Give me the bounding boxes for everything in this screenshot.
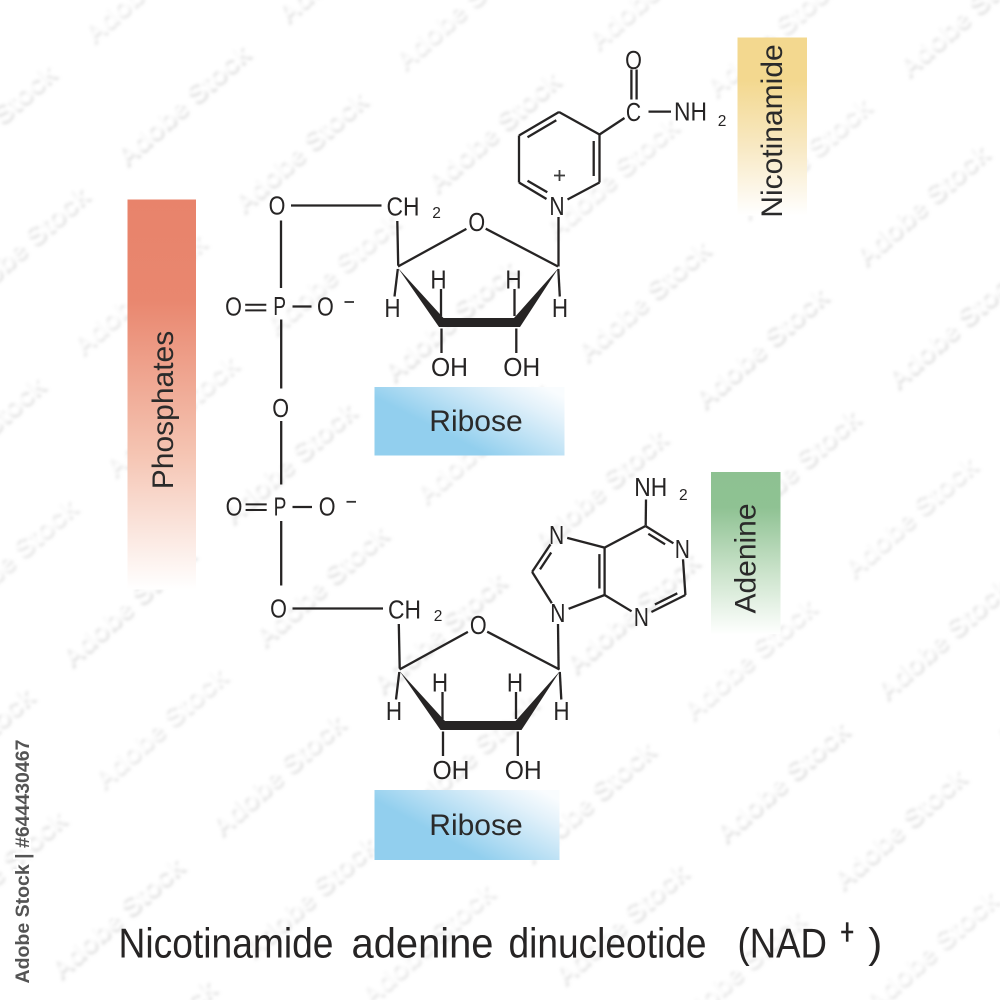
svg-text:H: H [505,265,521,295]
svg-text:H: H [507,668,523,698]
svg-text:Adobe Stock: Adobe Stock [86,659,233,794]
svg-text:N: N [549,191,564,221]
svg-text:C: C [626,97,641,127]
svg-text:Adobe Stock: Adobe Stock [74,971,221,1000]
svg-text:Adobe Stock: Adobe Stock [387,0,534,75]
svg-text:Adobe Stock: Adobe Stock [686,278,833,413]
svg-text:Ribose: Ribose [429,809,522,842]
svg-text:Adobe Stock: Adobe Stock [226,82,373,217]
svg-text:Adobe Stock: Adobe Stock [108,35,255,170]
svg-text:H: H [386,696,402,726]
svg-text:Adobe Stock: Adobe Stock [569,231,716,366]
svg-text:Adobe Stock: Adobe Stock [825,759,972,894]
svg-text:Adobe Stock | #644430467: Adobe Stock | #644430467 [12,740,34,984]
svg-text:Adobe Stock: Adobe Stock [580,0,727,55]
svg-text:O: O [269,191,286,221]
svg-text:Adobe Stock: Adobe Stock [247,516,394,651]
svg-text:OH: OH [431,352,468,382]
svg-text:O: O [470,610,487,640]
svg-text:2: 2 [434,608,443,625]
svg-text:O: O [468,207,485,237]
svg-text:O: O [317,291,334,321]
svg-text:Adobe Stock: Adobe Stock [707,712,854,847]
svg-text:Ribose: Ribose [429,405,522,438]
svg-text:OH: OH [505,755,542,785]
svg-text:O: O [625,45,642,75]
svg-text:Phosphates: Phosphates [147,331,180,489]
svg-text:2: 2 [679,487,688,504]
svg-text:H: H [432,668,448,698]
svg-text:Adenine: Adenine [730,503,763,613]
svg-text:O: O [319,491,336,521]
svg-text:N: N [550,598,565,628]
svg-text:H: H [553,696,569,726]
svg-text:OH: OH [503,352,540,382]
svg-text:Adobe Stock: Adobe Stock [891,0,1000,81]
svg-text:Adobe Stock: Adobe Stock [203,706,350,841]
svg-text:Adobe Stock: Adobe Stock [836,448,983,583]
svg-text:N: N [549,520,564,550]
svg-text:CH: CH [387,192,420,222]
svg-text:O: O [270,594,287,624]
svg-text:Nicotinamide: Nicotinamide [756,44,789,217]
svg-text:NH: NH [634,472,667,502]
svg-text:Adobe Stock: Adobe Stock [419,62,566,197]
svg-text:O: O [272,393,289,423]
svg-text:Adobe Stock: Adobe Stock [0,55,62,190]
svg-text:O: O [226,492,243,522]
svg-text:adenine: adenine [352,920,494,967]
svg-text:Adobe Stock: Adobe Stock [0,490,83,625]
svg-text:Nicotinamide: Nicotinamide [119,920,334,967]
svg-text:2: 2 [432,205,441,222]
svg-text:P: P [273,291,286,321]
svg-text:Adobe Stock: Adobe Stock [868,570,1000,705]
svg-text:Adobe Stock: Adobe Stock [847,136,994,271]
svg-text:H: H [552,293,568,323]
svg-text:OH: OH [433,755,470,785]
svg-text:dinucleotide: dinucleotide [509,920,707,967]
svg-text:Adobe Stock: Adobe Stock [0,367,51,502]
svg-text:N: N [675,534,690,564]
svg-text:CH: CH [388,595,421,625]
svg-text:P: P [274,491,287,521]
svg-text:Adobe Stock: Adobe Stock [76,0,223,48]
svg-text:Adobe Stock: Adobe Stock [986,617,1000,752]
svg-text:Adobe Stock: Adobe Stock [269,0,416,28]
svg-text:NH: NH [674,97,707,127]
svg-text:(NAD: (NAD [738,920,828,967]
svg-text:Adobe Stock: Adobe Stock [0,801,72,936]
svg-text:N: N [634,602,649,632]
svg-text:): ) [868,920,882,967]
svg-text:O: O [225,291,242,321]
svg-text:H: H [430,265,446,295]
svg-text:H: H [384,293,400,323]
svg-text:2: 2 [718,113,727,130]
